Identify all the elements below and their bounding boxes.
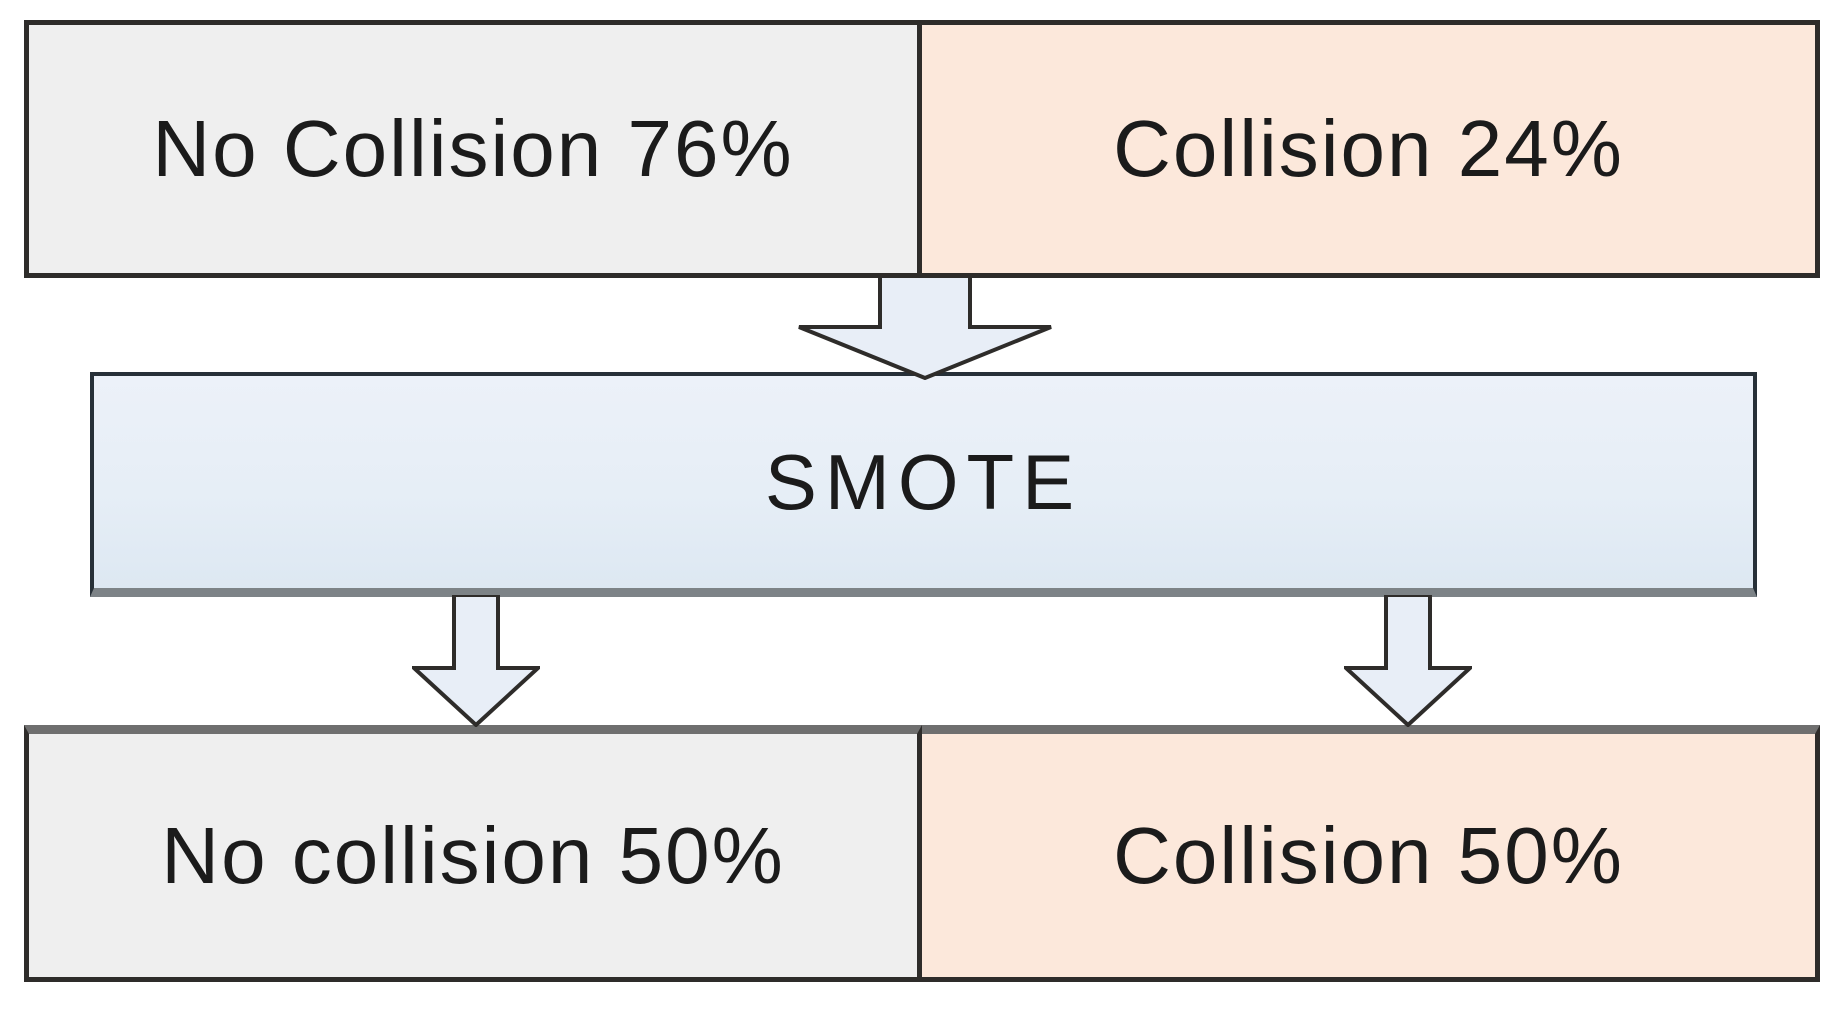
down-arrow-right-svg [1344,595,1472,727]
down-arrow-left-icon [412,595,540,727]
down-arrow-top-shape [798,276,1052,380]
node-collision-after: Collision 50% [922,725,1820,982]
down-arrow-right-shape [1344,595,1472,727]
down-arrow-left-svg [412,595,540,727]
node-collision-before: Collision 24% [922,20,1820,278]
node-collision-after-label: Collision 50% [1113,810,1624,900]
node-no-collision-before-label: No Collision 76% [152,104,794,193]
node-no-collision-after-label: No collision 50% [161,810,785,900]
node-no-collision-after: No collision 50% [24,725,922,982]
down-arrow-top-icon [797,276,1053,380]
down-arrow-top-svg [798,276,1052,380]
down-arrow-right-icon [1344,595,1472,727]
node-collision-before-label: Collision 24% [1113,104,1624,193]
node-smote-process: SMOTE [90,372,1757,597]
down-arrow-left-shape [412,595,540,727]
node-no-collision-before: No Collision 76% [24,20,922,278]
node-smote-label: SMOTE [764,438,1083,526]
